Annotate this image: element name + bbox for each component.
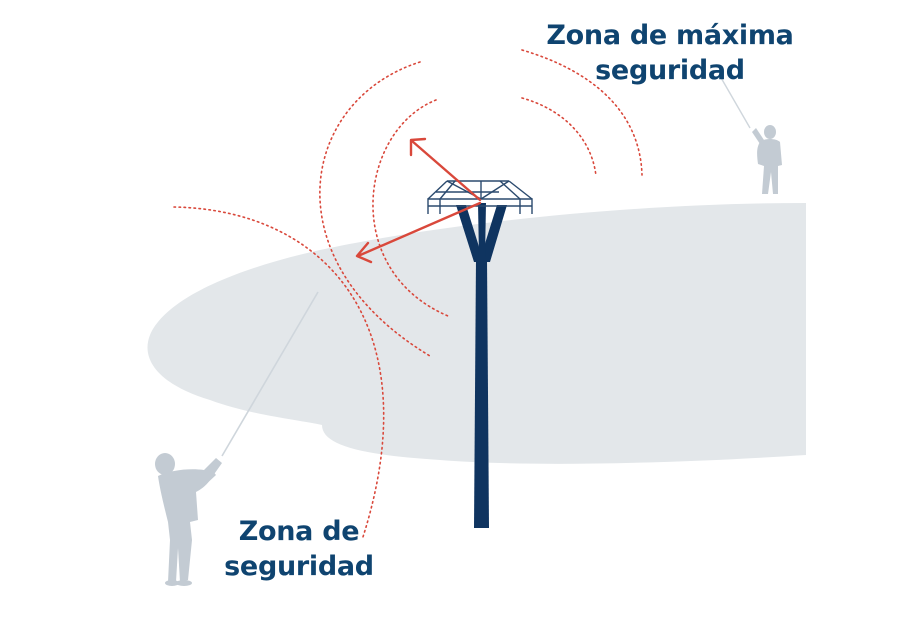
safety-zone-label: Zona de seguridad: [214, 514, 384, 584]
danger-arrows: [355, 137, 482, 264]
safety-arc: [173, 206, 385, 541]
maximum-safety-zone-label-line1: Zona de máxima: [546, 20, 794, 51]
safety-zone-arc: [173, 206, 385, 541]
fisherman-icon: [155, 453, 222, 586]
fisherman-icon: [752, 125, 782, 194]
danger-arc-inner-right: [521, 97, 597, 177]
fishing-line-right: [719, 75, 751, 129]
danger-zone-arcs: [319, 49, 643, 357]
fishing-line-left: [221, 291, 319, 457]
danger-arc-outer-right: [521, 49, 643, 176]
arrow-icon: [355, 201, 482, 264]
arrow-icon: [409, 137, 482, 202]
maximum-safety-zone-label: Zona de máxima seguridad: [545, 18, 795, 88]
danger-arc-outer-left: [319, 61, 431, 357]
safety-zone-label-line2: seguridad: [224, 551, 374, 582]
tower-pole: [474, 258, 489, 528]
safety-zone-label-line1: Zona de: [238, 516, 360, 547]
electric-tower-icon: [427, 180, 533, 528]
tower-fork: [456, 205, 507, 262]
maximum-safety-zone-label-line2: seguridad: [595, 55, 745, 86]
danger-arc-inner-left: [372, 99, 449, 317]
tower-center-arm: [478, 203, 486, 258]
